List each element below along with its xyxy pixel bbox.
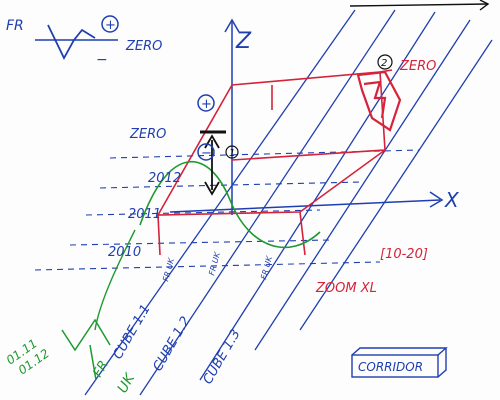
legend: FR + − ZERO [6,15,162,68]
circle-1-icon [225,145,239,159]
green-tick-line [89,344,97,381]
legend-minus-symbol: − [96,52,108,68]
year-label: 2010 [108,245,141,260]
green-lead-line [94,229,136,331]
corridor-line [199,11,436,381]
stair-steps [363,80,387,119]
corridor-lines [84,9,493,396]
stair-marker [356,70,402,132]
circle-2-text: 2 [381,58,387,69]
corridor-box-depth [351,347,448,378]
fr-uk-label: FR UK [207,250,222,276]
minus-circle-text: − [201,146,212,161]
x-axis-line [169,199,441,213]
z-axis-arrowhead [224,18,240,33]
guide-line [99,181,361,189]
minus-circle-icon [197,143,215,161]
stair-outline [356,70,402,132]
corridor-box [351,347,448,378]
corridor-label: CORRIDOR [358,360,423,374]
circle-1-text: 1 [229,148,235,159]
fr-label-green: FR [90,358,111,380]
range-label: [10-20] [380,247,428,262]
corridor-line [299,39,493,331]
plus-circle-text: + [201,97,212,112]
x-axis [169,191,444,213]
x-axis-arrowhead [429,191,444,208]
legend-plus-circle [101,15,119,33]
legend-plus-symbol: + [105,18,116,33]
top-arrow [349,0,490,11]
legend-fr-label: FR [6,18,24,34]
corridor-line [84,9,356,396]
red-box-top-face [231,71,386,161]
green-check-mark [61,318,111,352]
top-arrow-head [479,0,490,11]
guide-line [34,261,381,271]
plus-circle-icon [197,94,215,112]
offset-arrow-head-down [204,181,220,196]
year-label: 2012 [148,171,181,186]
legend-zero-label: ZERO [125,39,162,54]
zoom-label: ZOOM XL [315,281,377,296]
cube-label: CUBE 1.2 [150,314,193,374]
uk-label-green: UK [115,370,139,396]
green-bracket [61,318,111,381]
x-axis-label: X [444,188,460,212]
red-box-left-edge [157,214,161,256]
top-arrow-line [349,3,489,7]
red-box-front-edge [299,211,306,256]
corridor-box-outline [351,354,439,378]
z-axis [224,18,240,215]
legend-wave [47,24,96,60]
circle-2-icon [377,54,393,70]
fr-uk-label: FR UK [161,256,176,282]
zero-label-1: ZERO [129,127,166,142]
green-sine-wave [139,161,321,249]
corridor-line [254,19,471,351]
year-label: 2011 [128,207,161,222]
cube-label: CUBE 1.3 [200,327,243,387]
zero-label-2: ZERO [399,59,436,74]
cube-label: CUBE 1.1 [110,302,153,362]
z-axis-label: Z [235,29,252,54]
red-box-side [156,84,386,216]
